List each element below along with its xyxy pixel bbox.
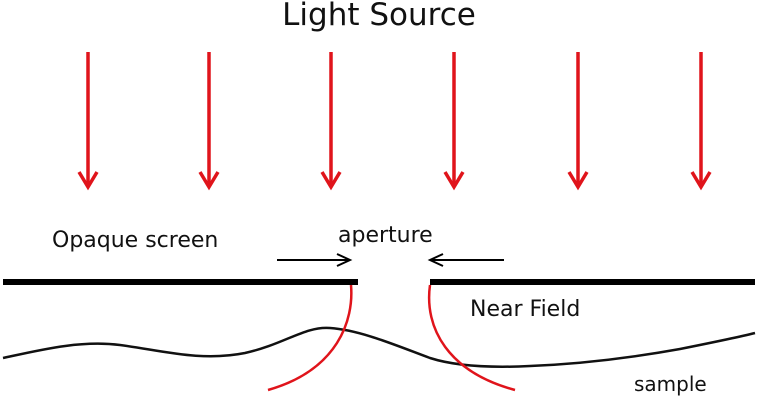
- down-arrow-icon: [443, 52, 465, 191]
- aperture-label: aperture: [338, 223, 433, 248]
- opaque-screen-label: Opaque screen: [52, 228, 219, 253]
- light-arrows: [77, 52, 712, 191]
- light-source-title: Light Source: [282, 0, 476, 33]
- opaque-screen-right: [430, 279, 755, 285]
- down-arrow-icon: [77, 52, 99, 191]
- near-field-curve-left: [267, 284, 353, 392]
- down-arrow-icon: [198, 52, 220, 191]
- near-field-label: Near Field: [470, 297, 581, 322]
- opaque-screen-left: [3, 279, 358, 285]
- left-arrow-icon: [427, 253, 504, 267]
- near-field-curve-right: [427, 284, 516, 392]
- down-arrow-icon: [567, 52, 589, 191]
- sample-label: sample: [634, 372, 707, 396]
- down-arrow-icon: [320, 52, 342, 191]
- right-arrow-icon: [277, 253, 353, 267]
- down-arrow-icon: [690, 52, 712, 191]
- sample-surface: [2, 326, 756, 368]
